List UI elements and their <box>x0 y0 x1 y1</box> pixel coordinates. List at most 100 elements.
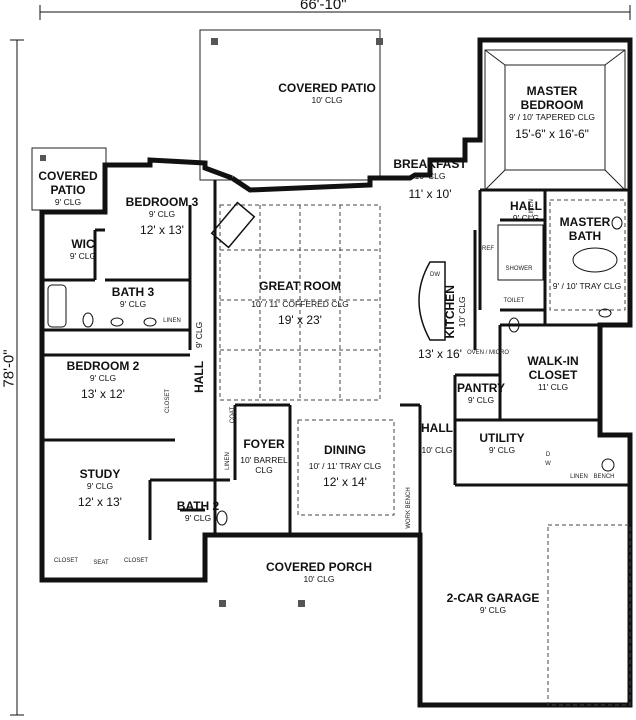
room-great-room: GREAT ROOM 10' / 11' COFFERED CLG 19' x … <box>251 279 349 327</box>
room-ceiling: 9' CLG <box>89 372 117 383</box>
room-ceiling: 9' CLG <box>86 480 114 491</box>
dining-tray-ceiling <box>297 419 395 516</box>
room-name: BREAKFAST <box>393 157 467 171</box>
room-ceiling: 10' CLG <box>421 445 453 455</box>
room-master-bath: MASTER BATH <box>559 215 611 244</box>
room-hall-center: HALL <box>421 421 453 436</box>
room-ceiling: 9' CLG <box>148 208 176 219</box>
room-bedroom3: BEDROOM 3 9' CLG 12' x 13' <box>125 195 199 237</box>
hall-center-ceiling: 10' CLG <box>421 445 453 456</box>
fixtures <box>82 216 623 526</box>
room-study: STUDY 9' CLG 12' x 13' <box>78 467 122 509</box>
room-size: 12' x 13' <box>78 494 122 509</box>
patio-post <box>40 155 46 161</box>
room-ceiling: 10' CLG <box>457 296 468 328</box>
room-size: 12' x 14' <box>323 474 367 489</box>
room-hall-upper: HALL 9' CLG <box>510 199 542 224</box>
room-name: BATH 3 <box>111 285 155 299</box>
room-name: CLOSET <box>528 367 578 382</box>
coat-label: COAT <box>230 406 236 424</box>
room-walkin-closet: WALK-IN CLOSET 11' CLG <box>527 354 579 392</box>
porch-post <box>298 600 305 607</box>
room-ceiling: 9' CLG <box>184 512 212 523</box>
seat-label: SEAT <box>93 560 109 566</box>
room-dining: DINING 10' / 11' TRAY CLG 12' x 14' <box>308 443 382 489</box>
fireplace <box>210 201 256 249</box>
room-kitchen-size: 13' x 16' <box>418 347 462 362</box>
room-covered-porch: COVERED PORCH 10' CLG <box>265 560 373 585</box>
room-ceiling: 9' CLG <box>467 394 495 405</box>
patio-post <box>211 38 218 45</box>
room-name: COVERED <box>38 169 98 183</box>
hall-left-ceiling: 9' CLG <box>194 321 205 348</box>
depth-dimension: 78'-0" <box>0 349 18 388</box>
room-ceiling: 10' CLG <box>414 170 446 181</box>
room-breakfast: BREAKFAST 10' CLG 11' x 10' <box>393 157 467 201</box>
room-ceiling: 9' CLG <box>69 250 97 261</box>
oven-micro-label: OVEN / MICRO <box>466 350 510 356</box>
room-name: 2-CAR GARAGE <box>446 591 540 605</box>
room-name: STUDY <box>79 467 121 481</box>
room-name: DINING <box>323 443 366 457</box>
room-ceiling: 9' CLG <box>488 444 516 455</box>
closet-label: CLOSET <box>123 558 149 564</box>
room-bath3: BATH 3 9' CLG <box>111 285 155 310</box>
room-ceiling: 10' CLG <box>311 94 343 105</box>
shower-label: SHOWER <box>505 266 533 272</box>
linen-label: LINEN <box>570 474 588 480</box>
room-name: PANTRY <box>457 381 505 395</box>
room-bath2: BATH 2 9' CLG <box>177 499 219 524</box>
room-name: HALL <box>192 360 207 393</box>
room-covered-patio-side: COVERED PATIO 9' CLG <box>38 169 98 207</box>
room-name: COVERED PATIO <box>278 81 376 95</box>
room-ceiling: 9' CLG <box>119 298 147 309</box>
great-room-coffered-ceiling <box>219 204 381 401</box>
room-ceiling: 9' CLG <box>194 321 205 348</box>
room-name: WALK-IN <box>527 354 579 368</box>
linen-label: LINEN <box>163 318 181 324</box>
room-name: MASTER <box>526 84 578 98</box>
room-ceiling: 9' / 10' TRAY CLG <box>552 281 622 291</box>
room-size: 13' x 16' <box>418 347 462 361</box>
closet-label: CLOSET <box>165 388 171 414</box>
room-kitchen-name: KITCHEN 10' CLG <box>443 285 468 339</box>
closet-label: CLOSET <box>53 558 79 564</box>
patio-post <box>376 38 383 45</box>
washer-label: W <box>545 461 551 467</box>
room-ceiling: 11' CLG <box>537 381 569 392</box>
dryer-label: D <box>545 452 551 458</box>
room-name: UTILITY <box>479 431 525 445</box>
room-name: HALL <box>510 199 542 213</box>
room-pantry: PANTRY 9' CLG <box>457 381 505 406</box>
room-wic: WIC 9' CLG <box>69 237 97 262</box>
master-bath-tray <box>549 199 626 311</box>
porch-post <box>219 600 226 607</box>
room-name: HALL <box>421 421 453 435</box>
room-size: 15'-6" x 16'-6" <box>515 127 589 142</box>
room-ceiling: 9' CLG <box>512 212 540 223</box>
room-utility: UTILITY 9' CLG <box>479 431 525 456</box>
tub-master <box>572 247 618 273</box>
room-name: BEDROOM 2 <box>66 359 140 373</box>
room-covered-patio: COVERED PATIO 10' CLG <box>278 81 376 106</box>
room-name: BEDROOM <box>520 97 584 112</box>
tub-bath3 <box>47 284 67 328</box>
room-ceiling: 9' CLG <box>479 604 507 615</box>
room-name: MASTER <box>559 215 611 229</box>
dimension-lines <box>10 5 631 716</box>
kitchen-island <box>418 261 446 341</box>
room-ceiling: 10' / 11' TRAY CLG <box>308 460 382 471</box>
room-name: COVERED PORCH <box>265 560 373 574</box>
linen-label: LINEN <box>225 452 231 470</box>
room-hall-left: HALL <box>192 360 207 393</box>
room-name: KITCHEN <box>443 285 458 339</box>
room-name: BATH <box>568 228 602 243</box>
room-name: FOYER <box>243 437 285 451</box>
room-name: PATIO <box>50 182 86 197</box>
room-size: 19' x 23' <box>278 312 322 327</box>
room-name: BEDROOM 3 <box>125 195 199 209</box>
refrigerator-label: REF <box>482 246 494 252</box>
room-bedroom2: BEDROOM 2 9' CLG 13' x 12' <box>66 359 140 401</box>
